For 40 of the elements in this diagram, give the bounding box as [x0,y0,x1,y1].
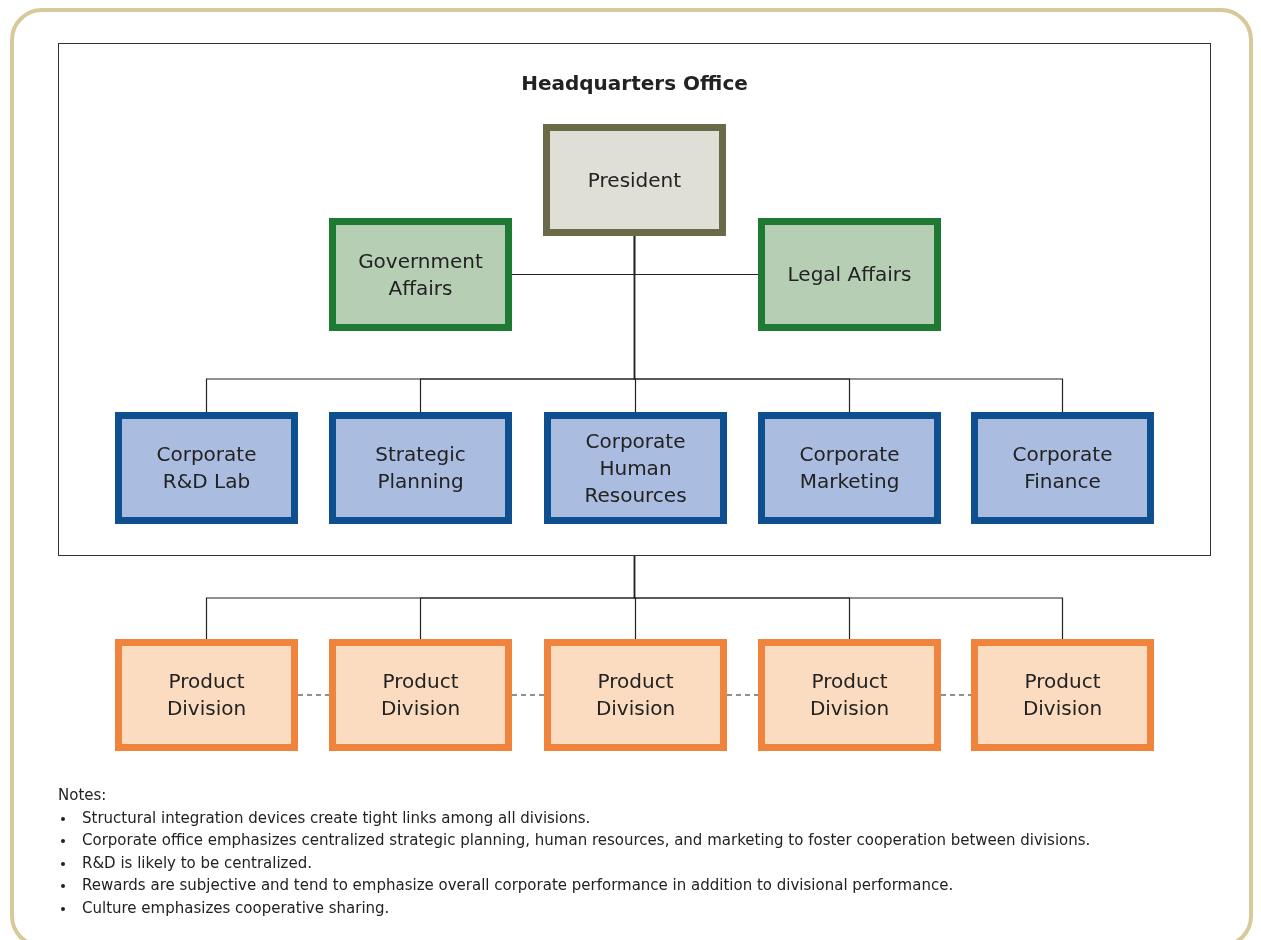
box-label: Product Division [379,668,462,722]
connector-line [633,555,1064,640]
dashed-connector [726,694,759,696]
staff-box [758,218,941,331]
president-box [543,124,726,236]
box-label: Legal Affairs [786,261,913,288]
division-box [329,639,512,751]
box-label: Corporate Human Resources [583,427,688,509]
department-box [758,412,941,524]
frame-title: Headquarters Office [520,70,749,97]
box-label: Product Division [165,668,248,722]
staff-box [329,218,512,331]
box-label: Government Affairs [357,247,484,302]
department-box [544,412,727,524]
department-box [971,412,1154,524]
department-box [115,412,298,524]
division-box [758,639,941,751]
note-item: Rewards are subjective and tend to emphasize overall corporate performance in addition to divisional performance. [82,876,954,894]
box-label: President [586,166,683,194]
department-box [329,412,512,524]
dashed-connector [297,694,330,696]
division-box [115,639,298,751]
division-box [971,639,1154,751]
box-label: Strategic Planning [374,441,467,495]
notes-heading: Notes: [58,785,108,806]
box-label: Corporate Marketing [798,441,901,495]
box-label: Product Division [1021,668,1104,722]
dashed-connector [511,694,545,696]
division-box [544,639,727,751]
box-label: Corporate R&D Lab [155,441,258,495]
box-label: Corporate Finance [1011,441,1114,495]
note-item: Structural integration devices create tight links among all divisions. [82,808,591,827]
box-label: Product Division [808,668,891,722]
note-item: Culture emphasizes cooperative sharing. [82,898,390,917]
connector-line [633,235,1064,413]
note-item: R&D is likely to be centralized. [82,853,312,872]
box-label: Product Division [594,668,677,722]
headquarters-frame [58,43,1211,556]
dashed-connector [940,694,972,696]
note-item: Corporate office emphasizes centralized strategic planning, human resources, and marketing to foster cooperation between divisions. [82,831,1091,849]
